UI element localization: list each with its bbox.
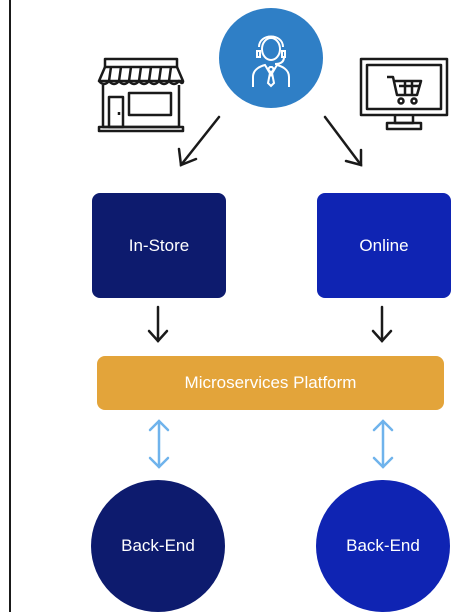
backend-label-left: Back-End <box>121 536 195 555</box>
instore-node: In-Store <box>92 193 226 298</box>
monitor-cart-icon <box>359 57 449 131</box>
arrow-online-to-platform <box>371 305 393 343</box>
backend-label-right: Back-End <box>346 536 420 555</box>
platform-label: Microservices Platform <box>184 373 357 392</box>
arrow-to-online <box>323 115 363 167</box>
storefront-icon <box>97 57 185 133</box>
backend-node-right: Back-End <box>316 480 450 612</box>
arrow-instore-to-platform <box>147 305 169 343</box>
bidirectional-arrow-left <box>148 419 170 469</box>
customer-node <box>219 8 323 108</box>
person-icon <box>252 35 290 88</box>
platform-node: Microservices Platform <box>97 356 444 410</box>
instore-label: In-Store <box>128 235 190 255</box>
left-border-line <box>9 0 11 612</box>
arrow-to-instore <box>177 115 221 167</box>
online-label: Online <box>359 235 409 255</box>
backend-node-left: Back-End <box>91 480 225 612</box>
bidirectional-arrow-right <box>372 419 394 469</box>
online-node: Online <box>317 193 451 298</box>
